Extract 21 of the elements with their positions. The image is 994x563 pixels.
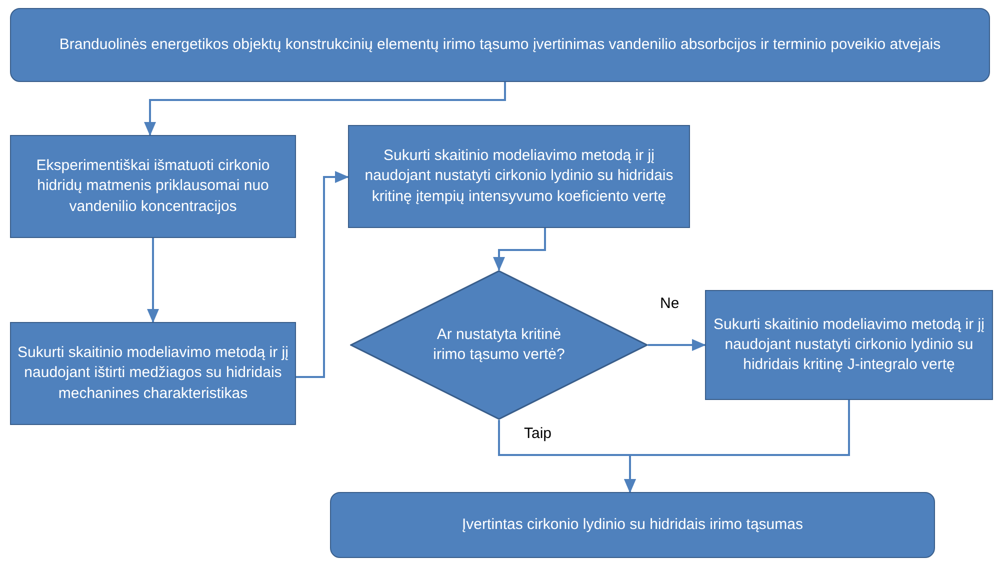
arrow — [147, 238, 159, 323]
node-text: Sukurti skaitinio modeliavimo metodą ir jį naudojant nustatyti cirkonio lydinio su hidridais kritinę įtempių intensyvumo koeficiento vertę — [364, 146, 674, 207]
process-box — [10, 135, 296, 238]
arrow — [624, 400, 850, 493]
arrow — [144, 82, 506, 136]
arrow — [296, 171, 349, 378]
process-box — [348, 125, 690, 228]
node-text: Branduolinės energetikos objektų konstrukcinių elementų irimo tąsumo įvertinimas vandenilio absorbcijos ir terminio poveikio atvejais — [58, 34, 942, 55]
process-box — [10, 322, 296, 425]
node-text: Sukurti skaitinio modeliavimo metodą ir jį naudojant nustatyti cirkonio lydinio su hidridais kritinę J-integralo vertę — [712, 314, 986, 376]
node-text: Įvertintas cirkonio lydinio su hidridais irimo tąsumas — [461, 514, 804, 535]
node-text: Ar nustatyta kritinė irimo tąsumo vertė? — [432, 324, 566, 365]
node-text: Sukurti skaitinio modeliavimo metodą ir jį naudojant ištirti medžiagos su hidridais mechanines charakteristikas — [16, 343, 290, 404]
arrow — [648, 339, 706, 351]
arrow — [493, 228, 546, 271]
edge-label: Taip — [522, 425, 554, 442]
decision-diamond — [350, 270, 648, 420]
process-box — [705, 290, 993, 400]
node-text: Eksperimentiškai išmatuoti cirkonio hidridų matmenis priklausomai nuo vandenilio koncentracijos — [35, 156, 271, 217]
terminal-box — [330, 492, 935, 558]
terminal-box — [10, 8, 990, 82]
